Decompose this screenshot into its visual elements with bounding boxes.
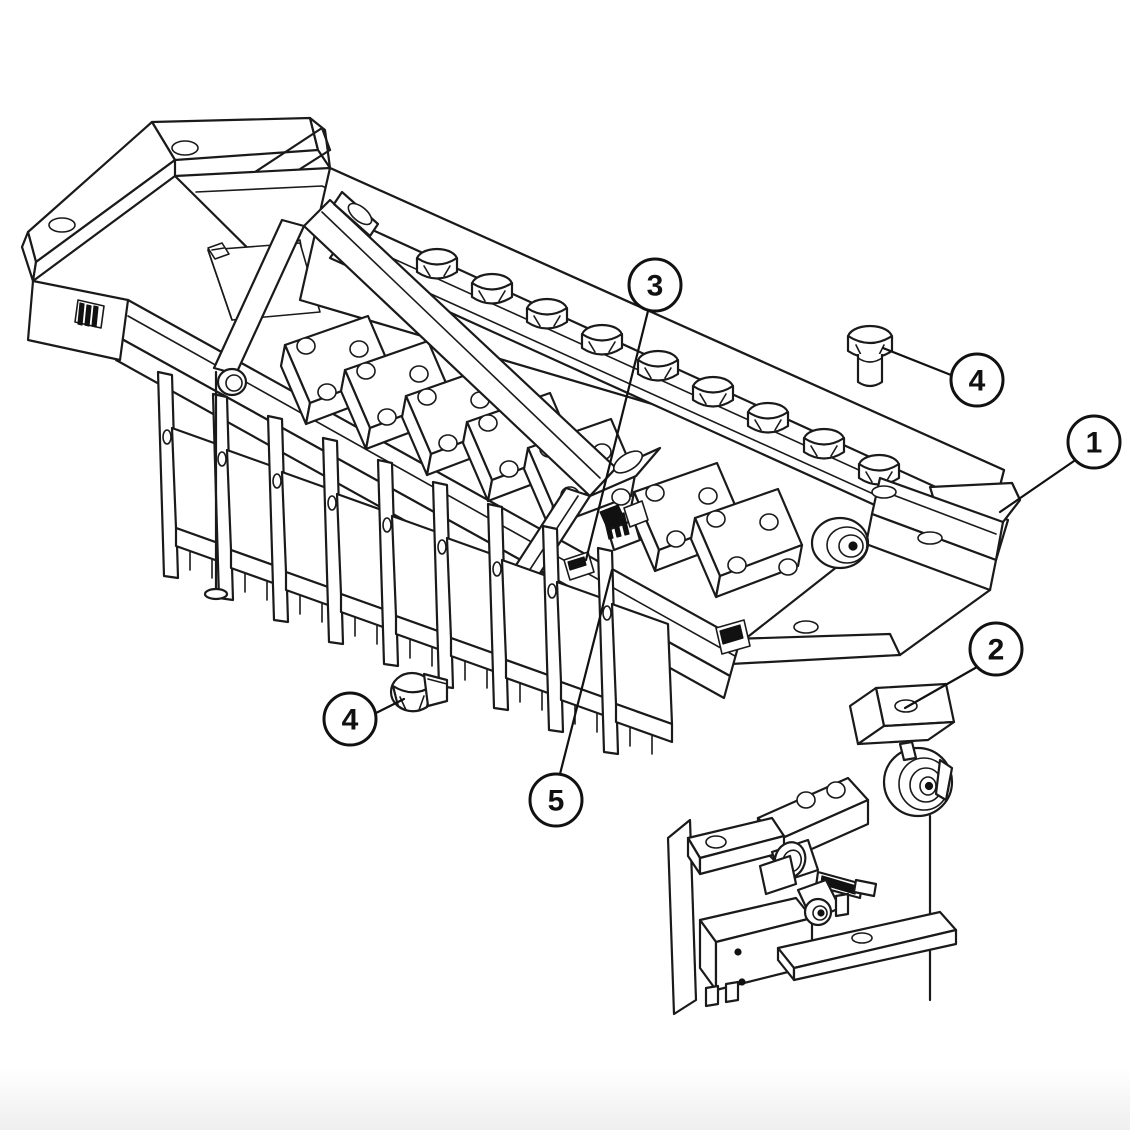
callout-1[interactable]: 1 <box>998 414 1122 514</box>
hex-bolt <box>691 375 735 408</box>
callout-4-upper-leader <box>881 346 953 377</box>
detail-subassembly <box>666 682 958 1016</box>
callout-4-lower-label: 4 <box>342 704 359 737</box>
front-detail-block-right <box>715 619 751 655</box>
hex-bolt <box>857 453 901 486</box>
detail-back-panel <box>666 818 698 1016</box>
left-end-bracket <box>20 116 332 283</box>
detail-pivot-hardware <box>758 838 878 927</box>
detail-mounting-bracket-plate <box>848 682 956 746</box>
callout-3-leader <box>584 309 650 562</box>
callout-4-lower-bubble[interactable] <box>322 691 378 747</box>
blade-module <box>689 487 804 599</box>
hex-bolt <box>636 349 680 382</box>
frame-right-end-flange <box>698 476 1022 667</box>
top-rail-bolt-row <box>415 247 901 486</box>
hanging-tine-row <box>156 370 674 756</box>
blade-module-row <box>279 314 804 599</box>
hex-flange-bolt-lower <box>389 671 449 713</box>
callout-2[interactable]: 2 <box>903 621 1024 710</box>
callout-5[interactable]: 5 <box>528 568 614 828</box>
callout-4-lower-leader <box>374 697 406 715</box>
main-frame-assembly <box>20 116 1022 756</box>
callout-5-label: 5 <box>548 785 565 818</box>
hex-bolt <box>415 247 459 280</box>
drop-pin <box>203 370 229 601</box>
callout-5-bubble[interactable] <box>528 772 584 828</box>
frame-left-end-panel <box>26 279 130 362</box>
callout-3[interactable]: 3 <box>584 257 683 562</box>
tine-bracket <box>596 546 674 756</box>
hex-bolt <box>802 427 846 460</box>
hex-flange-bolt-upper <box>846 324 894 388</box>
callout-layer: 1 2 3 4 <box>322 257 1122 828</box>
detail-flat-plate <box>686 816 786 876</box>
hex-bolt <box>746 401 790 434</box>
callout-2-bubble[interactable] <box>968 621 1024 677</box>
diagonal-strut <box>212 190 662 611</box>
callout-3-label: 3 <box>647 270 664 303</box>
hex-bolt <box>580 323 624 356</box>
callout-2-label: 2 <box>988 634 1005 667</box>
callout-1-label: 1 <box>1086 427 1103 460</box>
callout-4-upper-label: 4 <box>969 365 986 398</box>
hex-bolt <box>525 297 569 330</box>
callout-3-bubble[interactable] <box>627 257 683 313</box>
callout-4-upper[interactable]: 4 <box>881 346 1005 408</box>
hex-bolt <box>470 272 514 305</box>
blade-clamp-assembly <box>599 500 649 552</box>
detail-foot-tab <box>834 892 850 918</box>
detail-roller-wheel <box>882 740 954 1002</box>
callout-2-leader <box>903 665 979 710</box>
detail-base-plate <box>776 910 958 982</box>
callout-4-upper-bubble[interactable] <box>949 352 1005 408</box>
frame-roller-bearing <box>810 516 870 570</box>
callout-1-bubble[interactable] <box>1066 414 1122 470</box>
callout-5-leader <box>558 568 614 776</box>
callout-1-leader <box>998 459 1076 514</box>
callout-4-lower[interactable]: 4 <box>322 691 406 747</box>
